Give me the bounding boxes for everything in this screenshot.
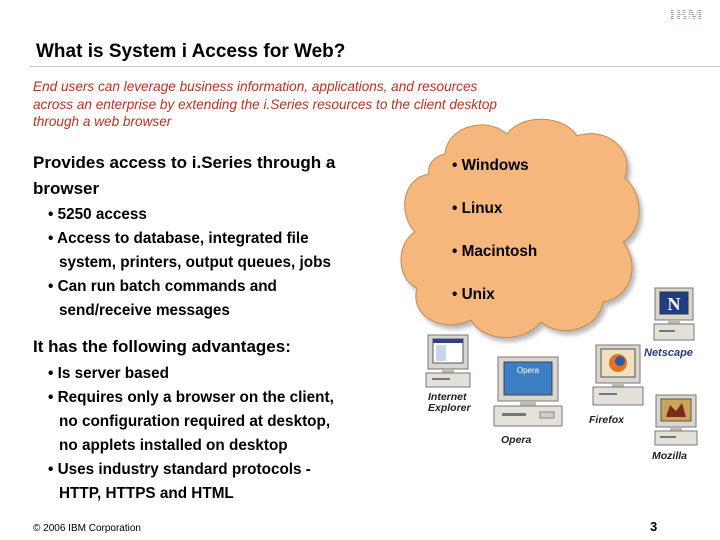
list-item: • Is server based [48,365,170,382]
list-item-continuation: no applets installed on desktop [59,437,288,454]
firefox-label: Firefox [589,414,625,426]
list-item: • 5250 access [48,206,147,223]
section2-list: • Is server based • Requires only a brow… [48,362,334,506]
opera-label: Opera [501,434,532,446]
intro-line: through a web browser [33,114,172,129]
os-item-windows: • Windows [452,157,529,174]
list-item-continuation: send/receive messages [59,302,230,319]
list-item: • Requires only a browser on the client, [48,389,334,406]
os-item-unix: • Unix [452,286,495,303]
intro-text: End users can leverage business informat… [33,78,593,131]
internet-explorer-label-line: Explorer [428,402,471,414]
list-item-continuation: HTTP, HTTPS and HTML [59,485,234,502]
internet-explorer-label-line: Internet [428,391,467,403]
title-divider [30,66,720,67]
section1-heading: Provides access to i.Series through a br… [33,150,403,202]
svg-text:IBM: IBM [669,6,703,22]
os-cloud-shape [400,118,640,338]
os-item-macintosh: • Macintosh [452,243,538,260]
page-number: 3 [650,519,658,534]
list-item-continuation: no configuration required at desktop, [59,413,331,430]
internet-explorer-label: Internet Explorer [428,392,471,414]
section1-list: • 5250 access • Access to database, inte… [48,203,331,323]
list-item: • Can run batch commands and [48,278,277,295]
list-item: • Access to database, integrated file [48,230,309,247]
page-title: What is System i Access for Web? [36,41,346,62]
opera-screen-text: Opera [517,366,540,375]
opera-computer-icon: Opera [493,356,563,427]
section2-heading: It has the following advantages: [33,337,291,356]
os-item-linux: • Linux [452,200,503,217]
netscape-computer-icon: N [653,287,695,341]
section1-heading-line: Provides access to i.Series through a [33,153,336,172]
intro-line: across an enterprise by extending the i.… [33,96,497,112]
internet-explorer-computer-icon [425,334,471,388]
netscape-label: Netscape [644,347,693,359]
copyright-text: © 2006 IBM Corporation [33,523,141,534]
netscape-logo-letter: N [668,294,681,314]
mozilla-label: Mozilla [652,450,688,462]
firefox-computer-icon [592,344,644,406]
list-item: • Uses industry standard protocols - [48,461,311,478]
ibm-logo: IBM [669,6,703,22]
section1-heading-line: browser [33,179,100,198]
cloud-body [400,118,640,338]
intro-line: End users can leverage business informat… [33,79,478,94]
list-item-continuation: system, printers, output queues, jobs [59,254,331,271]
mozilla-computer-icon [654,394,698,446]
